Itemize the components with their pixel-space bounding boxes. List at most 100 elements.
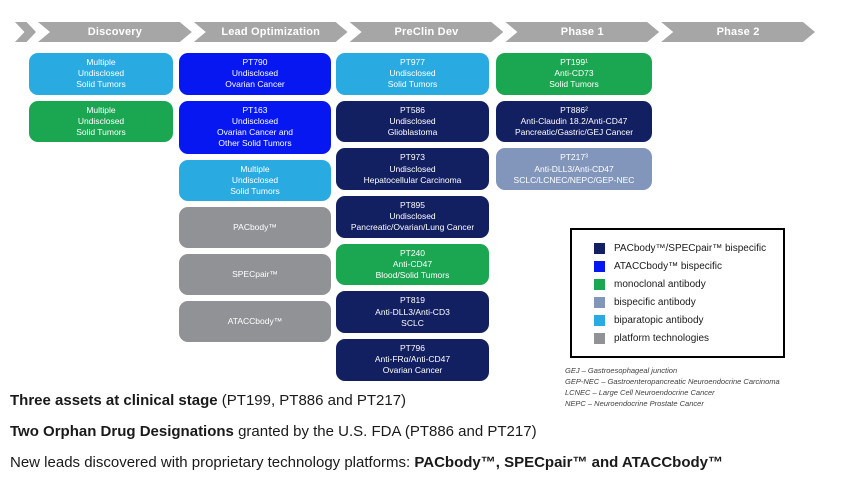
pipeline-box-line: PT790	[242, 57, 268, 67]
pipeline-box-line: PT977	[399, 57, 426, 67]
summary-line2-rest: granted by the U.S. FDA (PT886 and PT217…	[233, 422, 537, 440]
legend-item: bispecific antibody	[594, 297, 777, 308]
pipeline-box-line: PT163	[242, 104, 268, 115]
pipeline-box-line: Solid Tumors	[230, 185, 280, 196]
footnote-line: NEPC – Neuroendocrine Prostate Cancer	[565, 398, 704, 408]
legend-item: biparatopic antibody	[594, 315, 777, 326]
pipeline-box-line: PT240	[399, 247, 426, 258]
stage-arrow-preclin-dev: PreClin Dev	[350, 22, 504, 42]
legend-label: platform technologies	[614, 333, 710, 344]
pipeline-box-line: Multiple	[86, 104, 116, 115]
pipeline-box-line: PT886²	[560, 104, 588, 115]
pipeline-box-line: PT217³	[560, 152, 588, 163]
pipeline-box-line: Undisclosed	[389, 68, 436, 79]
pipeline-box-line: Hepatocellular Carcinoma	[363, 174, 462, 185]
pipeline-box-specpair: SPECpair™	[179, 254, 331, 296]
stage-arrow-phase-1: Phase 1	[505, 22, 659, 42]
pipeline-box-line: Anti-CD47	[392, 258, 433, 269]
summary-line3-bold: PACbody™, SPECpair™ and ATACCbody™	[414, 453, 723, 471]
legend-item: platform technologies	[594, 333, 777, 344]
pipeline-box-line: ATACCbody™	[227, 316, 283, 327]
legend-label: monoclonal antibody	[614, 279, 706, 290]
stage-arrow-lead-optimization: Lead Optimization	[194, 22, 348, 42]
pipeline-box-line: SPECpair™	[232, 269, 278, 280]
pipeline-box-line: Undisclosed	[389, 211, 436, 222]
pipeline-box-line: Pancreatic/Ovarian/Lung Cancer	[350, 222, 475, 233]
pipeline-box-line: Anti-DLL3/Anti-CD3	[375, 306, 450, 317]
legend-swatch-navy	[594, 243, 605, 254]
legend-item: monoclonal antibody	[594, 279, 777, 290]
pipeline-box-line: Undisclosed	[231, 115, 279, 126]
legend-swatch-slate	[594, 297, 605, 308]
pipeline-box-line: Blood/Solid Tumors	[375, 270, 450, 281]
legend-item: ATACCbody™ bispecific	[594, 261, 777, 272]
pipeline-box-line: Ovarian Cancer	[225, 79, 285, 90]
pipeline-box-line: Anti-CD73	[554, 68, 594, 79]
pipeline-box-line: PT199¹	[560, 57, 588, 67]
legend-label: bispecific antibody	[614, 297, 696, 308]
summary-line-clinical-stage: Three assets at clinical stage (PT199, P…	[10, 392, 840, 411]
pipeline-box-line: Solid Tumors	[549, 79, 599, 90]
summary-line1-bold: Three assets at clinical stage	[10, 392, 218, 409]
legend-swatch-blue	[594, 261, 605, 272]
stage-start-chevron-icon	[15, 22, 36, 42]
pipeline-box-line: Solid Tumors	[387, 79, 438, 90]
summary-line1-rest: (PT199, PT886 and PT217)	[217, 392, 407, 409]
summary-line3-prefix: New leads discovered with proprietary te…	[10, 453, 415, 471]
pipeline-box-line: Undisclosed	[77, 115, 125, 126]
legend-swatch-green	[594, 279, 605, 290]
pipeline-box-line: Anti-Claudin 18.2/Anti-CD47	[520, 115, 628, 126]
pipeline-box-line: Ovarian Cancer and	[216, 127, 294, 138]
pipeline-box-line: PACbody™	[233, 222, 277, 233]
pipeline-box-line: Undisclosed	[389, 163, 436, 174]
pipeline-box-ataccbody: ATACCbody™	[179, 301, 331, 343]
pipeline-box-line: Solid Tumors	[76, 127, 126, 138]
footnote-line: GEP-NEC – Gastroenteropancreatic Neuroen…	[565, 376, 780, 386]
pipeline-box-line: SCLC/LCNEC/NEPC/GEP-NEC	[513, 174, 635, 185]
pipeline-box-line: Glioblastoma	[387, 127, 438, 138]
summary-line2-bold: Two Orphan Drug Designations	[10, 422, 234, 440]
summary-text: Three assets at clinical stage (PT199, P…	[10, 392, 840, 484]
pipeline-box-line: PT796	[399, 342, 426, 353]
pipeline-box-line: PT973	[399, 152, 426, 163]
pipeline-box-line: Other Solid Tumors	[218, 138, 292, 149]
pipeline-box-line: Anti-DLL3/Anti-CD47	[534, 163, 614, 174]
pipeline-box-line: Undisclosed	[389, 115, 436, 126]
legend-label: PACbody™/SPECpair™ bispecific	[614, 243, 767, 254]
pipeline-box-line: PT586	[399, 104, 426, 115]
legend-swatch-gray	[594, 333, 605, 344]
legend-swatch-cyan	[594, 315, 605, 326]
pipeline-box-line: Undisclosed	[231, 68, 279, 79]
summary-line-new-leads: New leads discovered with proprietary te…	[10, 454, 840, 473]
pipeline-box-line: Undisclosed	[231, 174, 279, 185]
pipeline-box-line: Multiple	[86, 57, 116, 67]
pipeline-box-line: SCLC	[401, 317, 424, 328]
pipeline-box-line: PT895	[399, 199, 426, 210]
pipeline-box-pacbody: PACbody™	[179, 207, 331, 249]
legend-label: biparatopic antibody	[614, 315, 704, 326]
stage-arrow-discovery: Discovery	[38, 22, 192, 42]
pipeline-box-line: Ovarian Cancer	[382, 365, 443, 376]
footnote-line: LCNEC – Large Cell Neuroendocrine Cancer	[565, 387, 715, 397]
summary-line-orphan-drug: Two Orphan Drug Designations granted by …	[10, 423, 840, 442]
